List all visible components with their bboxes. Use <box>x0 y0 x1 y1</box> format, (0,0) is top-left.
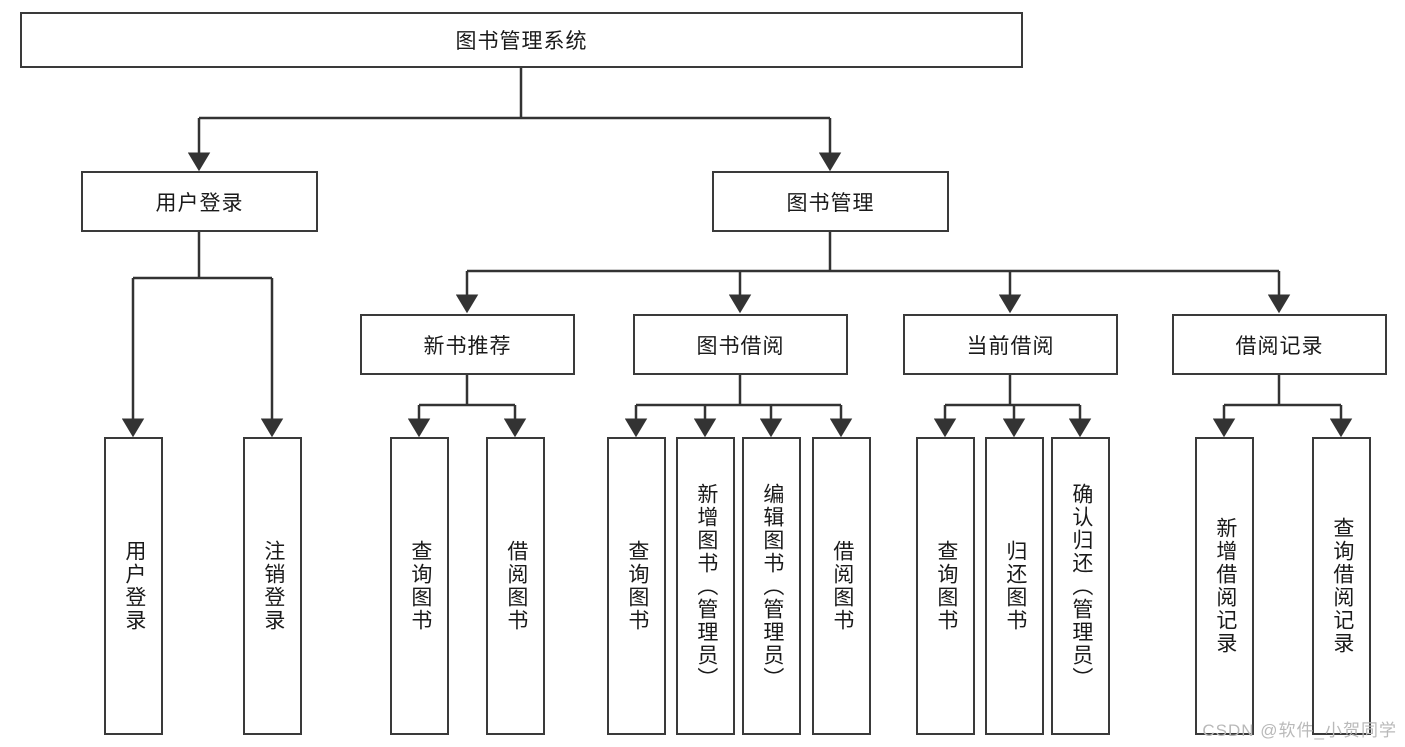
node-label: 查询图书 <box>625 540 649 632</box>
leaf-current-borrow-confirm-return-admin[interactable]: 确认归还（管理员） <box>1051 437 1110 735</box>
node-label: 图书管理系统 <box>455 30 588 53</box>
node-label: 图书借阅 <box>696 334 785 358</box>
leaf-current-borrow-query-book[interactable]: 查询图书 <box>916 437 975 735</box>
node-root-book-management-system[interactable]: 图书管理系统 <box>20 12 1023 68</box>
leaf-current-borrow-return-book[interactable]: 归还图书 <box>985 437 1044 735</box>
watermark: CSDN @软件_小贺同学 <box>1202 721 1397 740</box>
leaf-new-book-borrow-book[interactable]: 借阅图书 <box>486 437 545 735</box>
node-book-management[interactable]: 图书管理 <box>712 171 949 232</box>
node-new-book-recommend[interactable]: 新书推荐 <box>360 314 575 375</box>
leaf-book-borrow-edit-book-admin[interactable]: 编辑图书（管理员） <box>742 437 801 735</box>
node-label: 借阅记录 <box>1235 334 1324 358</box>
node-label: 新书推荐 <box>423 334 512 358</box>
node-label: 注销登录 <box>261 540 285 632</box>
node-label: 编辑图书（管理员） <box>760 482 784 690</box>
leaf-borrow-record-add-record[interactable]: 新增借阅记录 <box>1195 437 1254 735</box>
leaf-book-borrow-query-book[interactable]: 查询图书 <box>607 437 666 735</box>
node-label: 查询图书 <box>408 540 432 632</box>
node-label: 图书管理 <box>786 191 875 215</box>
node-current-borrow[interactable]: 当前借阅 <box>903 314 1118 375</box>
node-label: 借阅图书 <box>830 540 854 632</box>
node-label: 新增借阅记录 <box>1213 517 1237 655</box>
leaf-user-login-login[interactable]: 用户登录 <box>104 437 163 735</box>
node-label: 确认归还（管理员） <box>1069 482 1093 690</box>
node-label: 归还图书 <box>1003 540 1027 632</box>
node-label: 当前借阅 <box>966 334 1055 358</box>
node-borrow-record[interactable]: 借阅记录 <box>1172 314 1387 375</box>
node-label: 借阅图书 <box>504 540 528 632</box>
node-label: 查询借阅记录 <box>1330 517 1354 655</box>
node-book-borrow[interactable]: 图书借阅 <box>633 314 848 375</box>
leaf-user-login-logout[interactable]: 注销登录 <box>243 437 302 735</box>
leaf-borrow-record-query-record[interactable]: 查询借阅记录 <box>1312 437 1371 735</box>
leaf-book-borrow-add-book-admin[interactable]: 新增图书（管理员） <box>676 437 735 735</box>
node-label: 新增图书（管理员） <box>694 482 718 690</box>
leaf-book-borrow-borrow-book[interactable]: 借阅图书 <box>812 437 871 735</box>
node-user-login[interactable]: 用户登录 <box>81 171 318 232</box>
node-label: 用户登录 <box>122 540 146 632</box>
leaf-new-book-query-book[interactable]: 查询图书 <box>390 437 449 735</box>
node-label: 用户登录 <box>155 191 244 215</box>
node-label: 查询图书 <box>934 540 958 632</box>
